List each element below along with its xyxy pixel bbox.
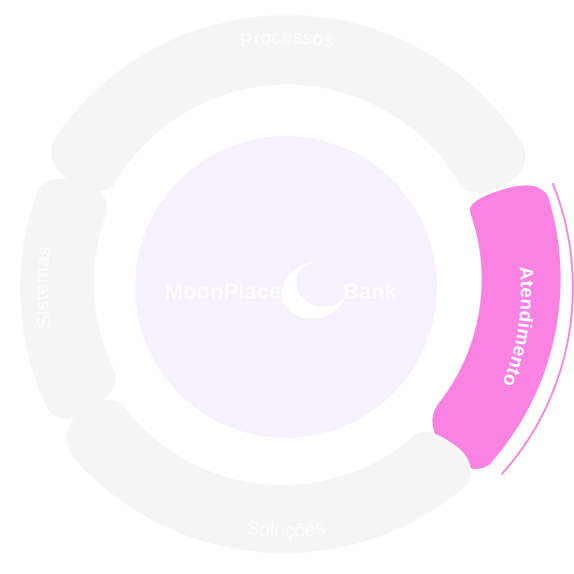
moon-icon xyxy=(282,262,344,320)
brand-name-right: Bank xyxy=(343,279,398,304)
segment-atendimento[interactable]: Atendimento xyxy=(432,183,574,475)
svg-text:Sistemas: Sistemas xyxy=(32,244,56,329)
segment-processos[interactable]: Processos xyxy=(50,15,526,193)
segment-solucoes-label: Soluções xyxy=(245,518,326,542)
segment-solucoes[interactable]: Soluções xyxy=(66,399,471,554)
brand-name-left: MoonPlace xyxy=(165,279,281,304)
segment-processos-shape[interactable] xyxy=(50,15,526,193)
segment-atendimento-shape[interactable] xyxy=(432,185,561,469)
svg-text:Soluções: Soluções xyxy=(245,518,327,542)
segment-solucoes-shape[interactable] xyxy=(66,399,471,554)
segment-sistemas-shape[interactable] xyxy=(20,178,116,419)
segment-sistemas-label: Sistemas xyxy=(32,244,56,329)
center-brand: MoonPlace Bank xyxy=(135,136,437,438)
segment-sistemas[interactable]: Sistemas xyxy=(20,178,116,419)
segment-atendimento-outline xyxy=(501,183,574,475)
